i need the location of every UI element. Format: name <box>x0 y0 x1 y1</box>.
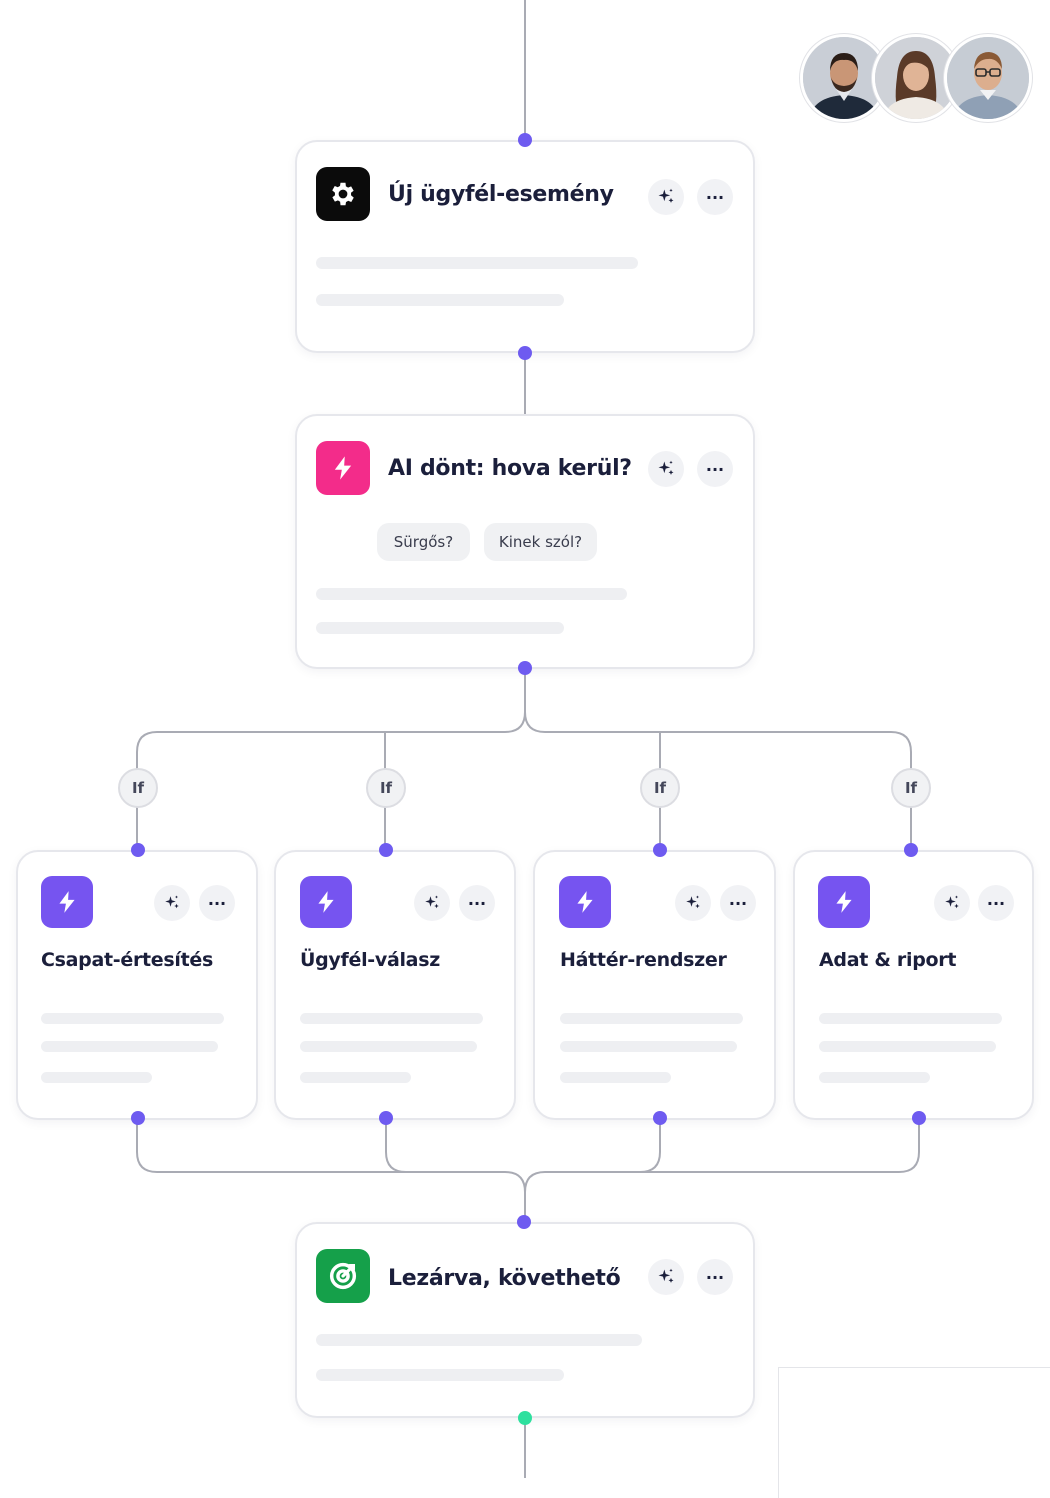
wire-branch-4-merge <box>524 1118 920 1193</box>
if-badge-1[interactable]: If <box>118 768 158 808</box>
branch-2-line-2 <box>300 1041 477 1052</box>
wire-branch-3-merge <box>639 1118 661 1173</box>
target-icon <box>316 1249 370 1303</box>
branch-2-line-1 <box>300 1013 483 1024</box>
branch-node-backend-system[interactable]: ··· Háttér-rendszer <box>533 850 776 1120</box>
chip-recipient[interactable]: Kinek szól? <box>484 523 597 561</box>
sparkle-icon <box>165 895 179 909</box>
branch-1-more-button[interactable]: ··· <box>199 885 235 921</box>
ai-decision-more-button[interactable]: ··· <box>697 451 733 487</box>
branch-4-line-3 <box>819 1072 930 1083</box>
connector-dot-branch-2-out[interactable] <box>379 1111 393 1125</box>
gear-icon <box>316 167 370 221</box>
branch-node-team-notify[interactable]: ··· Csapat-értesítés <box>16 850 258 1120</box>
connector-dot-branch-3-in[interactable] <box>653 843 667 857</box>
final-node[interactable]: Lezárva, követhető ··· <box>295 1222 755 1418</box>
ai-decision-ai-button[interactable] <box>648 451 684 487</box>
branch-2-line-3 <box>300 1072 411 1083</box>
wire-branch-2-merge <box>385 1118 407 1173</box>
if-badge-3[interactable]: If <box>640 768 680 808</box>
branch-1-line-2 <box>41 1041 218 1052</box>
connector-dot-trigger-out[interactable] <box>518 346 532 360</box>
connector-dot-trigger-in[interactable] <box>518 133 532 147</box>
connector-dot-branch-4-out[interactable] <box>912 1111 926 1125</box>
branch-2-more-button[interactable]: ··· <box>459 885 495 921</box>
trigger-placeholder-line-1 <box>316 257 638 269</box>
branch-2-title: Ügyfél-válasz <box>300 949 440 971</box>
branch-1-line-3 <box>41 1072 152 1083</box>
branch-1-line-1 <box>41 1013 224 1024</box>
avatar-man-glasses[interactable] <box>944 34 1032 122</box>
branch-4-line-2 <box>819 1041 996 1052</box>
bolt-icon <box>818 876 870 928</box>
sparkle-icon <box>658 460 674 475</box>
chip-urgent[interactable]: Sürgős? <box>377 523 470 561</box>
final-title: Lezárva, követhető <box>388 1266 621 1291</box>
sparkle-icon <box>945 895 959 909</box>
trigger-more-button[interactable]: ··· <box>697 179 733 215</box>
branch-node-data-report[interactable]: ··· Adat & riport <box>793 850 1034 1120</box>
decorative-frame <box>778 1367 1050 1498</box>
ai-placeholder-line-1 <box>316 588 627 600</box>
ai-decision-node[interactable]: AI dönt: hova kerül? ··· Sürgős? Kinek s… <box>295 414 755 669</box>
final-ai-button[interactable] <box>648 1259 684 1295</box>
if-badge-2[interactable]: If <box>366 768 406 808</box>
branch-1-title: Csapat-értesítés <box>41 949 213 971</box>
branch-3-more-button[interactable]: ··· <box>720 885 756 921</box>
if-badge-4[interactable]: If <box>891 768 931 808</box>
wire-ai-to-branch-1 <box>136 668 526 850</box>
connector-dot-branch-1-in[interactable] <box>131 843 145 857</box>
sparkle-icon <box>658 1268 674 1283</box>
branch-4-ai-button[interactable] <box>934 885 970 921</box>
connector-dot-branch-1-out[interactable] <box>131 1111 145 1125</box>
branch-3-line-1 <box>560 1013 743 1024</box>
branch-4-line-1 <box>819 1013 1002 1024</box>
trigger-node[interactable]: Új ügyfél-esemény ··· <box>295 140 755 353</box>
bolt-icon <box>316 441 370 495</box>
bolt-icon <box>41 876 93 928</box>
branch-3-title: Háttér-rendszer <box>560 949 727 971</box>
wire-branch-1-merge <box>136 1118 526 1222</box>
final-placeholder-line-1 <box>316 1334 642 1346</box>
wire-ai-to-branch-4 <box>524 711 912 850</box>
ai-decision-title: AI dönt: hova kerül? <box>388 456 632 481</box>
final-more-button[interactable]: ··· <box>697 1259 733 1295</box>
branch-4-more-button[interactable]: ··· <box>978 885 1014 921</box>
final-placeholder-line-2 <box>316 1369 564 1381</box>
branch-2-ai-button[interactable] <box>414 885 450 921</box>
branch-4-title: Adat & riport <box>819 949 957 971</box>
avatar-man-beard[interactable] <box>800 34 888 122</box>
trigger-title: Új ügyfél-esemény <box>388 182 614 207</box>
trigger-ai-button[interactable] <box>648 179 684 215</box>
branch-3-ai-button[interactable] <box>675 885 711 921</box>
sparkle-icon <box>686 895 700 909</box>
branch-node-customer-reply[interactable]: ··· Ügyfél-válasz <box>274 850 516 1120</box>
connector-dot-branch-2-in[interactable] <box>379 843 393 857</box>
bolt-icon <box>559 876 611 928</box>
sparkle-icon <box>658 188 674 203</box>
trigger-placeholder-line-2 <box>316 294 564 306</box>
ai-placeholder-line-2 <box>316 622 564 634</box>
connector-dot-branch-4-in[interactable] <box>904 843 918 857</box>
connector-dot-final-out[interactable] <box>518 1411 532 1425</box>
branch-3-line-3 <box>560 1072 671 1083</box>
sparkle-icon <box>425 895 439 909</box>
branch-3-line-2 <box>560 1041 737 1052</box>
bolt-icon <box>300 876 352 928</box>
connector-dot-final-in[interactable] <box>517 1215 531 1229</box>
connector-dot-branch-3-out[interactable] <box>653 1111 667 1125</box>
connector-dot-ai-out[interactable] <box>518 661 532 675</box>
branch-1-ai-button[interactable] <box>154 885 190 921</box>
